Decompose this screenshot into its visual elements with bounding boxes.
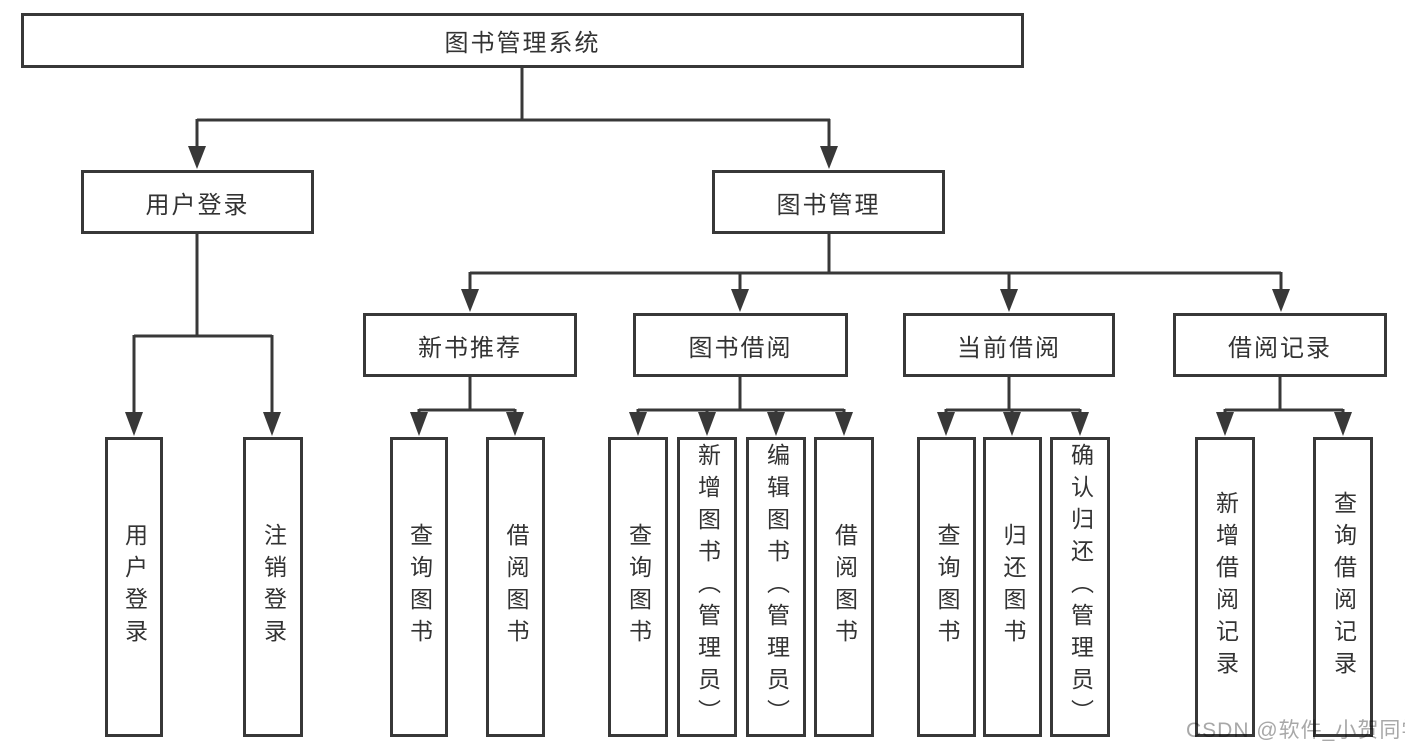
arrow-down-icon xyxy=(1000,289,1018,312)
node-label: 确认归还（管理员） xyxy=(1067,443,1094,731)
arrow-down-icon xyxy=(1003,412,1021,436)
connector-user-login-to-children xyxy=(132,234,274,413)
arrow-down-icon xyxy=(1334,412,1352,436)
arrow-down-icon xyxy=(506,412,524,436)
node-current-borrow: 当前借阅 xyxy=(903,313,1115,377)
arrow-down-icon xyxy=(937,412,955,436)
arrow-down-icon xyxy=(188,146,206,169)
node-query-book-recommend: 查询图书 xyxy=(390,437,448,737)
connector-new-book-recommend-to-children xyxy=(417,377,517,414)
node-label: 注销登录 xyxy=(260,523,287,651)
node-query-borrow-record: 查询借阅记录 xyxy=(1313,437,1373,737)
node-borrow-records: 借阅记录 xyxy=(1173,313,1387,377)
node-new-book-recommend: 新书推荐 xyxy=(363,313,577,377)
node-label: 用户登录 xyxy=(121,523,148,651)
node-add-borrow-record: 新增借阅记录 xyxy=(1195,437,1255,737)
node-query-book-borrow: 查询图书 xyxy=(608,437,668,737)
arrow-down-icon xyxy=(1216,412,1234,436)
node-label: 编辑图书（管理员） xyxy=(763,443,790,731)
node-book-management: 图书管理 xyxy=(712,170,945,234)
node-borrow-book-recommend: 借阅图书 xyxy=(486,437,545,737)
arrow-down-icon xyxy=(125,412,143,436)
node-return-book: 归还图书 xyxy=(983,437,1042,737)
node-root: 图书管理系统 xyxy=(21,13,1024,68)
arrow-down-icon xyxy=(263,412,281,436)
connector-borrow-records-to-children xyxy=(1223,377,1345,414)
arrow-down-icon xyxy=(461,289,479,312)
arrow-down-icon xyxy=(698,412,716,436)
node-confirm-return-admin: 确认归还（管理员） xyxy=(1050,437,1110,737)
node-query-book-current: 查询图书 xyxy=(917,437,976,737)
node-borrow-book: 借阅图书 xyxy=(814,437,874,737)
node-label: 归还图书 xyxy=(1000,523,1026,651)
node-logout: 注销登录 xyxy=(243,437,303,737)
node-label: 借阅图书 xyxy=(503,523,529,651)
csdn-watermark: CSDN @软件_小贺同学 xyxy=(1186,719,1405,742)
node-user-login-leaf: 用户登录 xyxy=(105,437,163,737)
node-book-borrow: 图书借阅 xyxy=(633,313,848,377)
node-label: 查询图书 xyxy=(406,523,433,651)
arrow-down-icon xyxy=(629,412,647,436)
node-label: 查询借阅记录 xyxy=(1330,491,1357,683)
arrow-down-icon xyxy=(410,412,428,436)
arrow-down-icon xyxy=(767,412,785,436)
arrow-down-icon xyxy=(835,412,853,436)
node-label: 新增借阅记录 xyxy=(1212,491,1239,683)
node-add-book-admin: 新增图书（管理员） xyxy=(677,437,737,737)
arrow-down-icon xyxy=(1071,412,1089,436)
node-label: 查询图书 xyxy=(934,523,960,651)
arrow-down-icon xyxy=(731,289,749,312)
connector-book-borrow-to-children xyxy=(636,377,846,414)
node-user-login: 用户登录 xyxy=(81,170,314,234)
node-label: 借阅图书 xyxy=(831,523,858,651)
node-label: 查询图书 xyxy=(625,523,652,651)
connector-book-management-to-groups xyxy=(468,234,1283,291)
connector-root-to-level2 xyxy=(195,68,831,148)
node-label: 新增图书（管理员） xyxy=(694,443,721,731)
node-edit-book-admin: 编辑图书（管理员） xyxy=(746,437,806,737)
arrow-down-icon xyxy=(1272,289,1290,312)
arrow-down-icon xyxy=(820,146,838,169)
connector-current-borrow-to-children xyxy=(944,377,1082,414)
